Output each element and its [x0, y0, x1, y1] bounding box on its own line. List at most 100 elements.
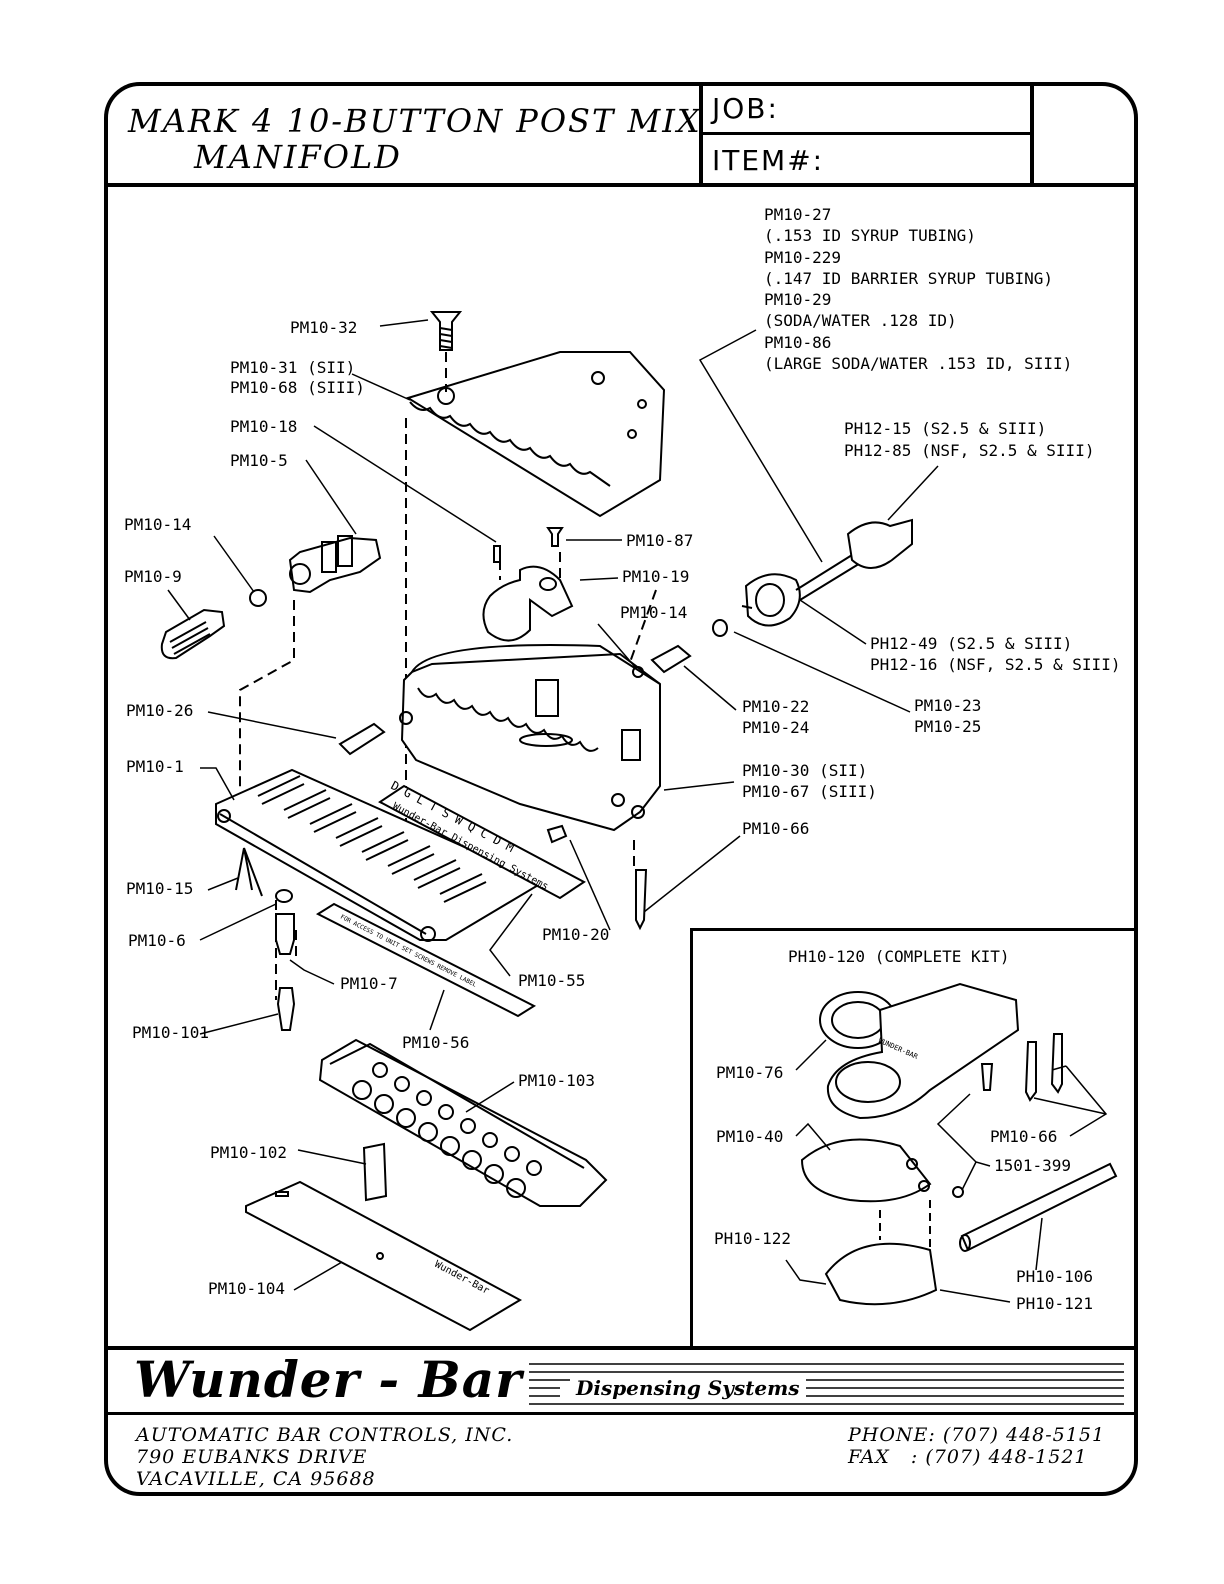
job-item-divider: [701, 132, 1032, 135]
button-slots: [257, 775, 487, 903]
label-1501-399: 1501-399: [994, 1156, 1071, 1175]
address-line2: 790 EUBANKS DRIVE: [136, 1446, 368, 1468]
address-line3: VACAVILLE, CA 95688: [136, 1468, 376, 1490]
footer-brand-rule: [106, 1412, 1138, 1415]
rod-ph10-106: [960, 1162, 1118, 1252]
label-pm10-66-kit: PM10-66: [990, 1127, 1057, 1146]
pin-pm10-18: [493, 545, 501, 563]
assembly-centerline: [239, 352, 657, 1000]
label-pm10-87: PM10-87: [626, 531, 693, 550]
drawing-title-line2: MANIFOLD: [194, 138, 402, 176]
label-pm10-32: PM10-32: [290, 318, 357, 337]
kit-screw-small: [952, 1186, 964, 1198]
label-pm10-27: PM10-27: [764, 205, 831, 224]
address-line1: AUTOMATIC BAR CONTROLS, INC.: [136, 1424, 514, 1446]
label-pm10-29: PM10-29: [764, 290, 831, 309]
cover-plate-hole: [591, 371, 605, 385]
clip-pm10-15: [235, 847, 263, 897]
label-pm10-19: PM10-19: [622, 567, 689, 586]
kit-screw-small: [906, 1158, 918, 1170]
label-pm10-40: PM10-40: [716, 1127, 783, 1146]
footer-top-rule: [106, 1346, 1138, 1350]
label-pm10-25: PM10-25: [914, 717, 981, 736]
title-block-bottom-rule: [106, 183, 1138, 187]
screw-pm10-32: [429, 311, 463, 351]
label-pm10-66: PM10-66: [742, 819, 809, 838]
label-ph10-121: PH10-121: [1016, 1294, 1093, 1313]
label-ph12-15: PH12-15 (S2.5 & SIII): [844, 419, 1046, 438]
cup-pm10-40: [800, 1138, 932, 1203]
kit-screw: [1024, 1041, 1037, 1102]
drawing-title-line1: MARK 4 10-BUTTON POST MIX: [128, 102, 702, 140]
label-pm10-86-desc: (LARGE SODA/WATER .153 ID, SIII): [764, 354, 1072, 373]
label-pm10-101: PM10-101: [132, 1023, 209, 1042]
label-pm10-55: PM10-55: [518, 971, 585, 990]
label-pm10-29-desc: (SODA/WATER .128 ID): [764, 311, 957, 330]
label-ph10-120: PH10-120 (COMPLETE KIT): [788, 947, 1010, 966]
label-pm10-1: PM10-1: [126, 757, 184, 776]
label-ph12-16: PH12-16 (NSF, S2.5 & SIII): [870, 655, 1120, 674]
tube-spacer-pm10-26: [338, 722, 386, 756]
label-pm10-14-b: PM10-14: [620, 603, 687, 622]
nut-pm10-20: [546, 824, 568, 844]
pin-pm10-101: [276, 987, 296, 1031]
label-pm10-22: PM10-22: [742, 697, 809, 716]
label-ph10-122: PH10-122: [714, 1229, 791, 1248]
adapter-ph12-49: [744, 573, 801, 627]
label-strip-pm10-55: [378, 784, 586, 900]
fax-number: FAX : (707) 448-1521: [848, 1446, 1088, 1468]
label-pm10-5: PM10-5: [230, 451, 288, 470]
syrup-tube: [795, 549, 863, 601]
stud-pm10-7: [275, 913, 295, 955]
manifold-body-pm10-30: [400, 652, 661, 832]
label-pm10-229-desc: (.147 ID BARRIER SYRUP TUBING): [764, 269, 1053, 288]
barb-ph12-15: [846, 518, 913, 569]
kit-box-top-rule: [690, 928, 1138, 931]
label-pm10-15: PM10-15: [126, 879, 193, 898]
item-field-label: ITEM#:: [712, 144, 825, 177]
label-pm10-30: PM10-30 (SII): [742, 761, 867, 780]
lever-pm10-19: [482, 565, 574, 642]
kit-screw-small: [918, 1180, 930, 1192]
label-pm10-18: PM10-18: [230, 417, 297, 436]
label-pm10-20: PM10-20: [542, 925, 609, 944]
label-pm10-76: PM10-76: [716, 1063, 783, 1082]
label-ph12-49: PH12-49 (S2.5 & SIII): [870, 634, 1072, 653]
phone-number: PHONE: (707) 448-5151: [848, 1424, 1106, 1446]
nozzle-pm10-9: [160, 608, 226, 660]
label-pm10-24: PM10-24: [742, 718, 809, 737]
label-pm10-26: PM10-26: [126, 701, 193, 720]
tray-holes: [352, 1062, 542, 1198]
label-pm10-103: PM10-103: [518, 1071, 595, 1090]
label-pm10-14: PM10-14: [124, 515, 191, 534]
cover-plate-hole: [637, 399, 647, 409]
label-pm10-86: PM10-86: [764, 333, 831, 352]
label-pm10-23: PM10-23: [914, 696, 981, 715]
cup-ph10-121: [824, 1242, 938, 1306]
sticker-pm10-56: [315, 902, 537, 1018]
kit-screw: [1050, 1033, 1063, 1094]
label-pm10-229: PM10-229: [764, 248, 841, 267]
brand-tagline: Dispensing Systems: [570, 1376, 806, 1400]
screw-pm10-66: [635, 869, 648, 931]
company-contact: PHONE: (707) 448-5151 FAX : (707) 448-15…: [848, 1424, 1105, 1468]
label-pm10-7: PM10-7: [340, 974, 398, 993]
tray-pm10-103: [318, 1038, 608, 1207]
cover-plate-teeth: [409, 401, 611, 487]
label-ph12-85: PH12-85 (NSF, S2.5 & SIII): [844, 441, 1094, 460]
label-pm10-56: PM10-56: [402, 1033, 469, 1052]
cover-plate-hole: [627, 429, 637, 439]
seal-pm10-23: [712, 619, 728, 637]
label-pm10-67: PM10-67 (SIII): [742, 782, 877, 801]
label-pm10-102: PM10-102: [210, 1143, 287, 1162]
washer-pm10-6: [275, 889, 293, 903]
label-pm10-6: PM10-6: [128, 931, 186, 950]
label-pm10-104: PM10-104: [208, 1279, 285, 1298]
label-pm10-68: PM10-68 (SIII): [230, 378, 365, 397]
company-address: AUTOMATIC BAR CONTROLS, INC. 790 EUBANKS…: [136, 1424, 513, 1490]
title-block-right-divider: [1030, 84, 1034, 185]
label-pm10-31: PM10-31 (SII): [230, 358, 355, 377]
fitting-pm10-22: [650, 644, 692, 674]
o-ring-pm10-14: [249, 589, 267, 607]
